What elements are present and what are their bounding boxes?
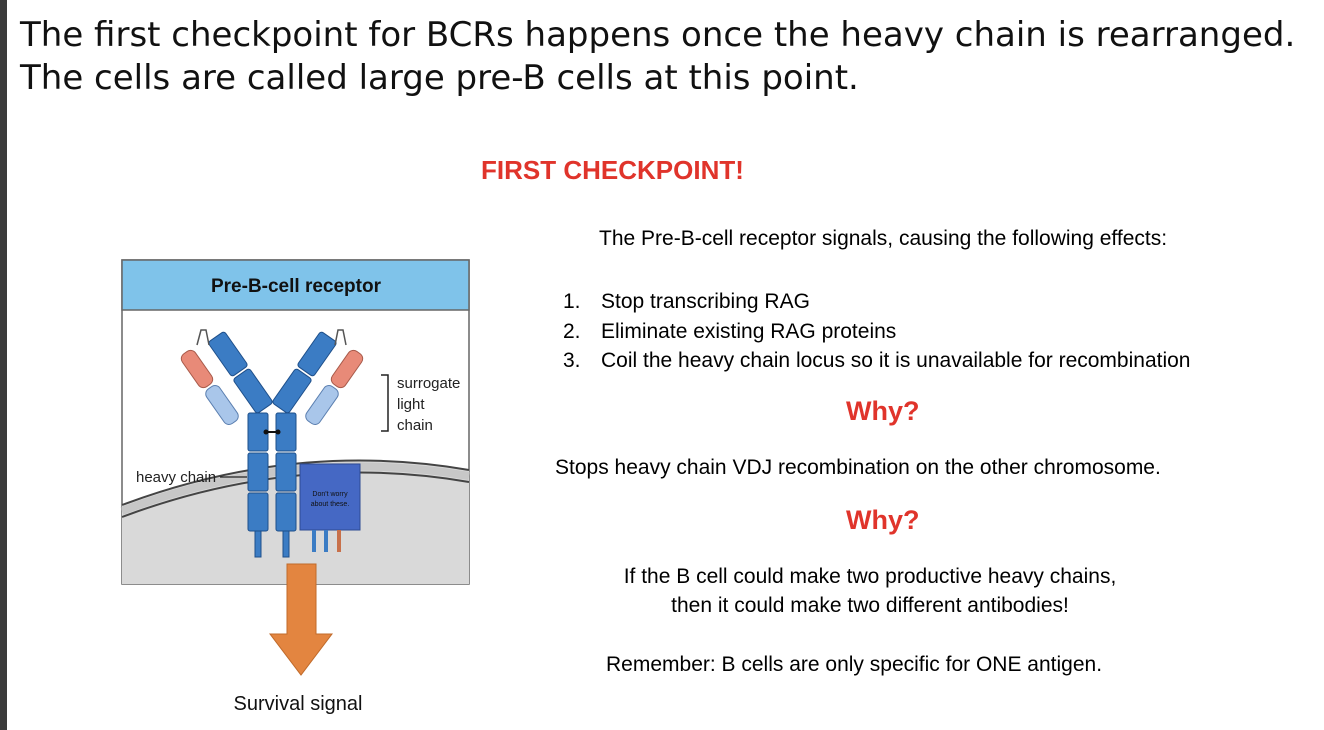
title-line-2: The cells are called large pre-B cells a…	[20, 58, 859, 98]
slide-title: The first checkpoint for BCRs happens on…	[20, 14, 1295, 100]
effects-list: 1.Stop transcribing RAG 2.Eliminate exis…	[563, 287, 1191, 376]
answer-2: If the B cell could make two productive …	[560, 562, 1180, 620]
heavy-chain-right	[275, 412, 297, 558]
surrogate-label-1: surrogate	[397, 375, 460, 392]
checkpoint-heading: FIRST CHECKPOINT!	[481, 155, 744, 185]
list-item: 3.Coil the heavy chain locus so it is un…	[563, 349, 1191, 372]
surrogate-bracket	[381, 374, 389, 432]
list-item: 2.Eliminate existing RAG proteins	[563, 319, 897, 343]
heavy-chain-left	[247, 412, 269, 558]
answer-1: Stops heavy chain VDJ recombination on t…	[555, 456, 1161, 479]
diagram-header: Pre-B-cell receptor	[211, 276, 382, 297]
diagram-header-bg	[121, 259, 470, 311]
heavy-chain-arm-left	[208, 331, 273, 414]
note-line-1: Don't worry	[312, 491, 348, 498]
answer-2-line-1: If the B cell could make two productive …	[623, 565, 1117, 588]
surrogate-light-chain-right	[305, 329, 364, 425]
title-line-1: The first checkpoint for BCRs happens on…	[20, 15, 1296, 55]
why-heading-1: Why?	[846, 396, 920, 426]
intro-text: The Pre-B-cell receptor signals, causing…	[599, 227, 1168, 250]
surrogate-label-3: chain	[397, 417, 433, 434]
remember-note: Remember: B cells are only specific for …	[606, 653, 1103, 676]
why-heading-2: Why?	[846, 505, 920, 535]
heavy-chain-label: heavy chain	[136, 469, 216, 486]
slide-edge-bar	[0, 0, 7, 730]
survival-arrow	[268, 563, 334, 676]
survival-label: Survival signal	[234, 693, 363, 715]
note-line-2: about these.	[311, 501, 350, 508]
list-item: 1.Stop transcribing RAG	[563, 290, 810, 313]
surrogate-label-2: light	[397, 396, 425, 413]
note-box	[299, 463, 361, 531]
heavy-chain-arm-right	[272, 331, 337, 414]
answer-2-line-2: then it could make two different antibod…	[671, 594, 1069, 617]
surrogate-light-chain-left	[180, 329, 239, 425]
